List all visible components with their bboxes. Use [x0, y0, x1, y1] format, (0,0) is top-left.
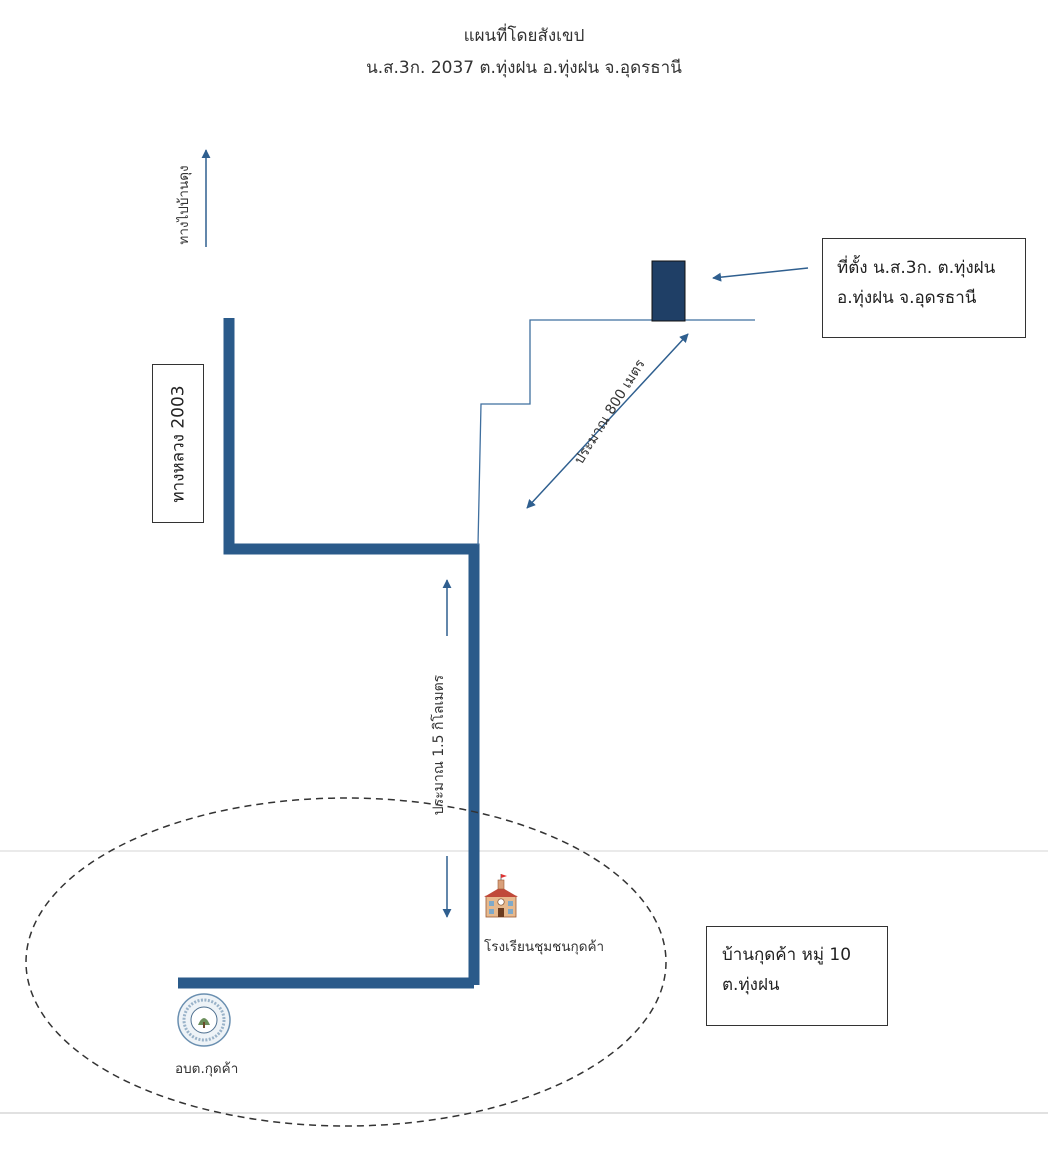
path-to-plot [477, 319, 755, 546]
direction-label: ทางไปบ้านดุง [176, 165, 192, 245]
map-title: แผนที่โดยสังเขป [463, 26, 585, 46]
highway-label-box: ทางหลวง 2003 [152, 364, 204, 523]
village-info-line1: บ้านกุดค้า หมู่ 10 [722, 945, 852, 965]
site-pointer-arrow [712, 267, 809, 282]
school-label: โรงเรียนชุมชนกุดค้า [484, 939, 605, 955]
school-icon [484, 874, 518, 918]
highway-label: ทางหลวง 2003 [168, 384, 189, 503]
plot-marker [651, 260, 686, 322]
highway-road [223, 318, 480, 985]
site-info-line1: ที่ตั้ง น.ส.3ก. ต.ทุ่งฝน [837, 258, 996, 278]
village-area-ellipse [25, 797, 667, 1127]
village-info-box: บ้านกุดค้า หมู่ 10 ต.ทุ่งฝน [706, 926, 888, 1026]
site-info-box: ที่ตั้ง น.ส.3ก. ต.ทุ่งฝน อ.ทุ่งฝน จ.อุดร… [822, 238, 1026, 338]
seal-icon [177, 993, 231, 1047]
office-label: อบต.กุดค้า [175, 1061, 239, 1077]
village-info-line2: ต.ทุ่งฝน [722, 975, 780, 995]
site-info-line2: อ.ทุ่งฝน จ.อุดรธานี [837, 288, 977, 308]
distance-1-5-label: ประมาณ 1.5 กิโลเมตร [431, 674, 447, 816]
distance-800-arrow [526, 333, 689, 509]
map-subtitle: น.ส.3ก. 2037 ต.ทุ่งฝน อ.ทุ่งฝน จ.อุดรธาน… [366, 58, 682, 78]
